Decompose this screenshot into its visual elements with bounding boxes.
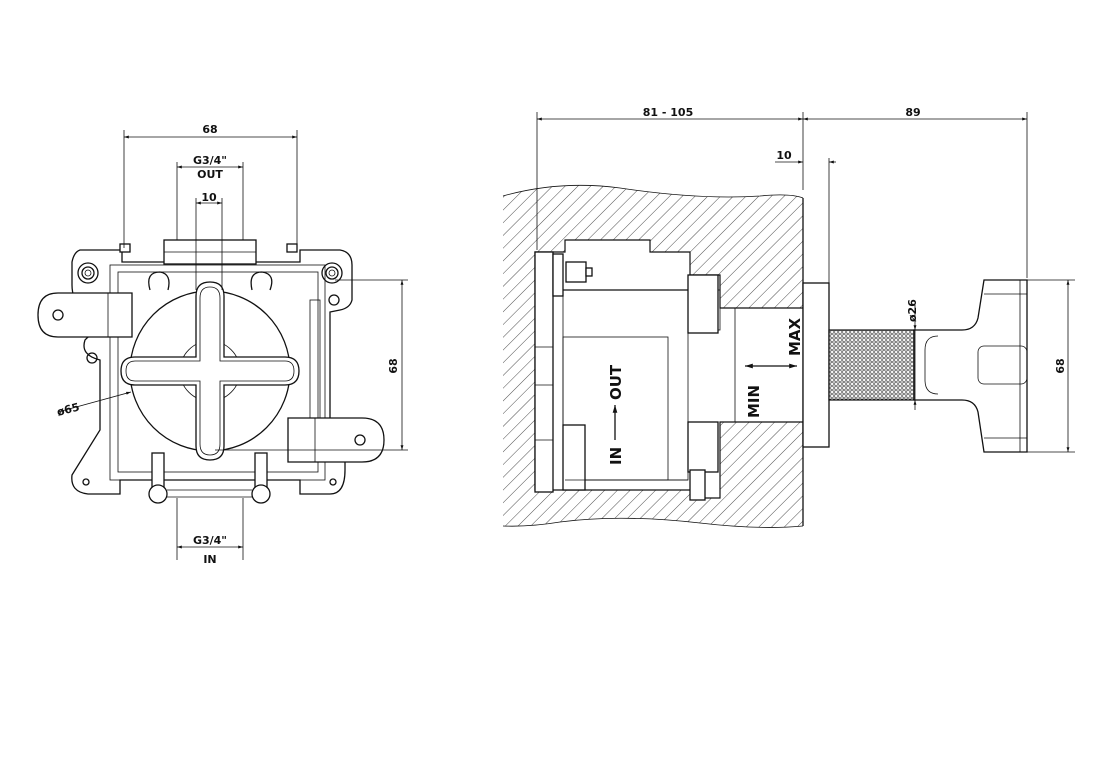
- knurled-spindle: [828, 329, 915, 401]
- screw-right: [321, 262, 343, 284]
- handle-height-label: 68: [1054, 358, 1067, 373]
- dim-label: 68: [202, 123, 217, 136]
- screw-left: [77, 262, 99, 284]
- plate-inner-2: [117, 271, 319, 473]
- inlet-label: IN: [203, 553, 216, 566]
- dim-outlet-thread: G3/4" OUT: [176, 154, 244, 240]
- dim-knurl-diameter: ø26: [906, 299, 919, 410]
- handle-side: [913, 279, 1028, 453]
- dim-inlet-thread: G3/4" IN: [176, 498, 244, 566]
- knurl-diameter-label: ø26: [906, 299, 919, 322]
- dim-handle-68: 68: [1027, 279, 1075, 453]
- nut: [565, 261, 587, 283]
- right-bracket: [287, 417, 385, 463]
- min-label: MIN: [745, 385, 763, 418]
- cross-handle: [120, 281, 300, 461]
- outlet-label: OUT: [197, 168, 223, 181]
- inlet-thread-label: G3/4": [193, 534, 227, 547]
- dim-depth: 81 - 105: [536, 106, 804, 250]
- outlet-thread-label: G3/4": [193, 154, 227, 167]
- front-view: 68 G3/4" OUT 10 68 ø65: [37, 123, 408, 566]
- depth-label: 81 - 105: [643, 106, 694, 119]
- dim-width-68: 68: [123, 123, 298, 248]
- dim-diameter-65: ø65: [55, 391, 132, 419]
- max-label: MAX: [786, 317, 804, 356]
- plate-inner: [109, 264, 326, 481]
- dim-projection: 89: [803, 106, 1028, 278]
- dim-height-68: 68: [215, 279, 408, 451]
- mounting-plate-side: [534, 251, 554, 493]
- projection-label: 89: [905, 106, 920, 119]
- height-label: 68: [387, 358, 400, 373]
- diameter-label: ø65: [55, 400, 80, 418]
- inlet-clip-right: [251, 452, 271, 504]
- dim-offset-10: 10: [195, 191, 223, 290]
- cover-flange: [802, 282, 830, 448]
- inlet-clip-left: [148, 452, 168, 504]
- flange-label: 10: [776, 149, 792, 162]
- offset-label: 10: [201, 191, 217, 204]
- out-label: OUT: [607, 364, 625, 400]
- in-label: IN: [607, 447, 625, 465]
- left-bracket: [37, 292, 133, 338]
- dim-flange-10: 10: [775, 149, 836, 283]
- side-view: MAX MIN IN OUT 81 - 105 89: [502, 106, 1075, 528]
